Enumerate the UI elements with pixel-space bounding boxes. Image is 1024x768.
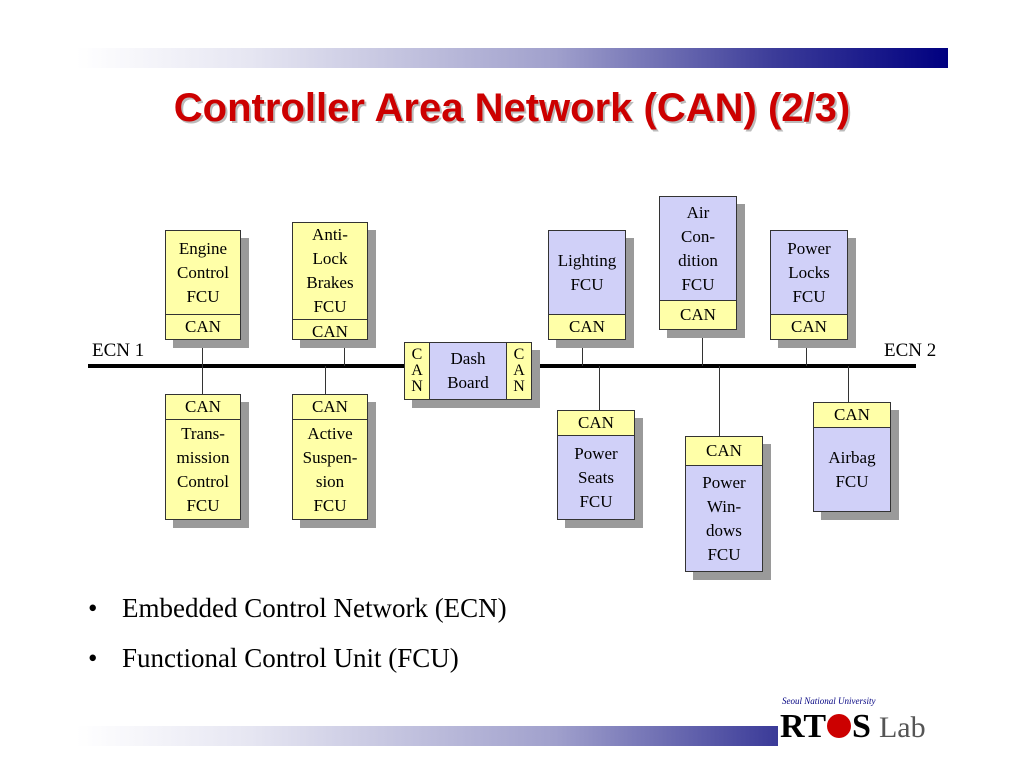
- power-locks-fcu: Power Locks FCU CAN: [770, 230, 848, 340]
- transmission-can-label: CAN: [166, 395, 240, 420]
- dash-can-left-c: C: [411, 346, 423, 363]
- engine-can-label: CAN: [166, 314, 240, 339]
- transmission-control-fcu: CAN Trans- mission Control FCU: [165, 394, 241, 520]
- bullet-item-ecn: • Embedded Control Network (ECN): [88, 590, 507, 640]
- dash-can-right-c: C: [513, 346, 525, 363]
- logo-university-text: Seoul National University: [782, 696, 876, 706]
- dash-board-label: Dash Board: [447, 349, 489, 392]
- wire-transmission: [202, 366, 203, 394]
- antilock-brakes-fcu: Anti- Lock Brakes FCU CAN: [292, 222, 368, 341]
- dash-board: C A N Dash Board C A N: [404, 342, 532, 400]
- bullet-dot-icon: •: [88, 593, 98, 623]
- engine-control-label: Engine Control FCU: [177, 238, 229, 306]
- dash-can-left-n: N: [411, 378, 423, 395]
- airbag-can-label: CAN: [814, 403, 890, 428]
- powerseats-can-label: CAN: [558, 411, 634, 436]
- wire-airbag: [848, 366, 849, 402]
- airbag-label: Airbag FCU: [828, 447, 876, 491]
- powerlocks-can-label: CAN: [771, 314, 847, 339]
- powerwindows-can-label: CAN: [686, 437, 762, 466]
- air-condition-fcu: Air Con- dition FCU CAN: [659, 196, 737, 330]
- powerseats-label: Power Seats FCU: [574, 443, 618, 511]
- aircon-can-label: CAN: [660, 300, 736, 329]
- ecn1-label: ECN 1: [92, 340, 145, 361]
- dash-can-left-a: A: [411, 362, 423, 379]
- bullet-text-fcu: Functional Control Unit (FCU): [122, 643, 459, 673]
- bullet-list: • Embedded Control Network (ECN) • Functio…: [88, 590, 507, 690]
- lighting-can-label: CAN: [549, 314, 625, 339]
- red-circle-icon: [827, 714, 852, 739]
- wire-antilock: [344, 340, 345, 366]
- active-suspension-fcu: CAN Active Suspen- sion FCU: [292, 394, 368, 520]
- wire-suspension: [325, 366, 326, 394]
- transmission-label: Trans- mission Control FCU: [176, 423, 230, 515]
- bullet-item-fcu: • Functional Control Unit (FCU): [88, 640, 507, 690]
- powerwindows-label: Power Win- dows FCU: [702, 472, 746, 564]
- dash-can-right: C A N: [506, 343, 531, 399]
- wire-powerlocks: [806, 340, 807, 366]
- lighting-fcu: Lighting FCU CAN: [548, 230, 626, 340]
- logo-s: S: [852, 708, 871, 745]
- powerlocks-label: Power Locks FCU: [787, 238, 831, 306]
- engine-control-fcu: Engine Control FCU CAN: [165, 230, 241, 340]
- bullet-dot-icon: •: [88, 643, 98, 673]
- top-gradient-bar: [76, 48, 948, 68]
- dash-can-left: C A N: [405, 343, 430, 399]
- logo-rt: RT: [780, 708, 827, 745]
- antilock-label: Anti- Lock Brakes FCU: [306, 225, 354, 316]
- wire-aircon: [702, 330, 703, 366]
- bullet-text-ecn: Embedded Control Network (ECN): [122, 593, 507, 623]
- aircon-label: Air Con- dition FCU: [678, 202, 718, 294]
- wire-powerwindows: [719, 366, 720, 436]
- dash-can-right-a: A: [513, 362, 525, 379]
- logo-lab: Lab: [878, 711, 926, 744]
- dash-can-right-n: N: [513, 378, 525, 395]
- suspension-can-label: CAN: [293, 395, 367, 420]
- bottom-gradient-bar: [76, 726, 948, 746]
- power-windows-fcu: CAN Power Win- dows FCU: [685, 436, 763, 572]
- ecn2-label: ECN 2: [884, 340, 937, 361]
- antilock-can-label: CAN: [293, 319, 367, 344]
- lighting-label: Lighting FCU: [557, 250, 617, 294]
- slide-title: Controller Area Network (CAN) (2/3): [173, 86, 851, 130]
- wire-lighting: [582, 340, 583, 366]
- airbag-fcu: CAN Airbag FCU: [813, 402, 891, 512]
- wire-powerseats: [599, 366, 600, 410]
- power-seats-fcu: CAN Power Seats FCU: [557, 410, 635, 520]
- wire-engine: [202, 340, 203, 366]
- suspension-label: Active Suspen- sion FCU: [302, 423, 358, 515]
